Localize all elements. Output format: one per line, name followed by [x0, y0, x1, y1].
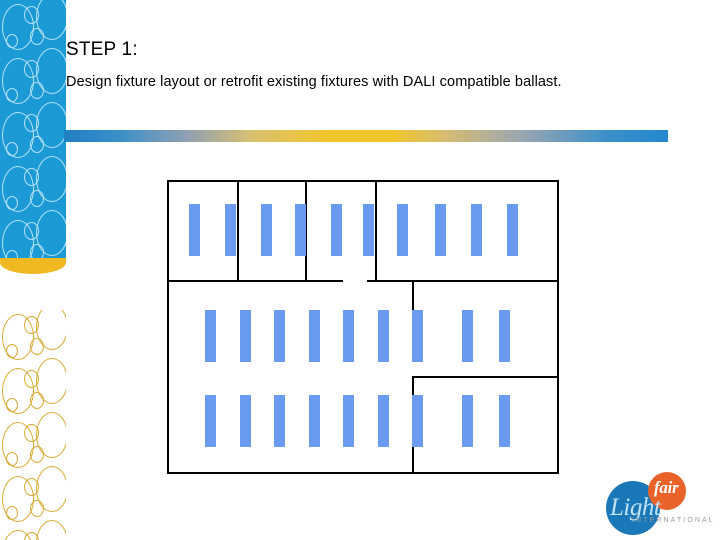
wall-exterior-top: [167, 180, 559, 182]
loop-shape: [6, 34, 18, 48]
loop-shape: [2, 4, 34, 50]
wall-exterior-bottom: [167, 472, 559, 474]
light-fixture-top-6: [363, 204, 374, 256]
decorative-sidebar: [0, 0, 66, 540]
light-fixture-bottom-5: [343, 395, 354, 447]
loop-shape: [24, 6, 39, 24]
wall-right-vertical-lower-a: [412, 376, 414, 398]
light-fixture-top-5: [331, 204, 342, 256]
light-fixture-middle-4: [309, 310, 320, 362]
wall-top-band-c: [307, 280, 343, 282]
light-fixture-bottom-2: [240, 395, 251, 447]
light-fixture-bottom-3: [274, 395, 285, 447]
light-fixture-right-bottom-2: [499, 395, 510, 447]
sidebar-lower-pattern-area: [0, 310, 66, 540]
loop-shape: [24, 316, 39, 334]
loop-shape: [6, 142, 18, 156]
light-fixture-right-bottom-1: [462, 395, 473, 447]
loop-shape: [2, 112, 34, 158]
gradient-divider-bar: [64, 130, 668, 142]
loop-shape: [36, 520, 66, 540]
loop-shape: [2, 58, 34, 104]
lightfair-logo: Light fair INTERNATIONAL: [604, 472, 715, 536]
loop-shape: [24, 60, 39, 78]
loop-shape: [30, 338, 44, 355]
light-fixture-middle-7: [412, 310, 423, 362]
sidebar-blue-panel: [0, 0, 66, 262]
logo-orange-disc: [648, 472, 686, 510]
logo-fair-text: fair: [654, 478, 679, 497]
logo-light-text: Light: [610, 494, 661, 521]
light-fixture-bottom-4: [309, 395, 320, 447]
loop-shape: [30, 190, 44, 207]
light-fixture-middle-1: [205, 310, 216, 362]
loop-shape: [30, 82, 44, 99]
loop-shape: [2, 314, 34, 360]
loop-shape: [30, 28, 44, 45]
light-fixture-top-7: [397, 204, 408, 256]
loop-shape: [24, 370, 39, 388]
light-fixture-top-4: [295, 204, 306, 256]
light-fixture-right-middle-1: [462, 310, 473, 362]
wall-exterior-left: [167, 180, 169, 474]
loop-shape: [6, 506, 18, 520]
loop-shape: [24, 424, 39, 442]
light-fixture-top-1: [189, 204, 200, 256]
wall-top-band-b: [239, 280, 307, 282]
light-fixture-top-2: [225, 204, 236, 256]
wall-top-band-d: [367, 280, 429, 282]
loop-shape: [6, 196, 18, 210]
floor-plan-diagram: [167, 180, 559, 474]
light-fixture-bottom-1: [205, 395, 216, 447]
loop-shape: [30, 500, 44, 517]
light-fixture-top-8: [435, 204, 446, 256]
light-fixture-right-middle-2: [499, 310, 510, 362]
loop-shape: [24, 114, 39, 132]
loop-shape: [6, 452, 18, 466]
light-fixture-top-9: [471, 204, 482, 256]
loop-shape: [2, 220, 34, 262]
step-title: STEP 1:: [66, 39, 138, 60]
loop-shape: [6, 88, 18, 102]
step-description: Design fixture layout or retrofit existi…: [66, 74, 562, 90]
wall-top-band-a: [167, 280, 251, 282]
loop-shape: [30, 136, 44, 153]
loop-shape: [6, 344, 18, 358]
loop-shape: [6, 250, 18, 262]
light-fixture-middle-2: [240, 310, 251, 362]
wall-right-room-top: [412, 280, 559, 282]
loop-shape: [24, 222, 39, 240]
loop-shape: [30, 392, 44, 409]
light-fixture-top-10: [507, 204, 518, 256]
loop-shape: [24, 478, 39, 496]
loop-shape: [30, 446, 44, 463]
light-fixture-middle-5: [343, 310, 354, 362]
loop-shape: [2, 166, 34, 212]
loop-shape: [2, 422, 34, 468]
loop-shape: [2, 368, 34, 414]
wall-partition-2: [305, 180, 307, 282]
wall-partition-3: [375, 180, 377, 282]
loop-shape: [2, 476, 34, 522]
sidebar-gold-band: [0, 258, 66, 274]
loop-shape: [6, 398, 18, 412]
logo-international-text: INTERNATIONAL: [632, 517, 715, 524]
loop-shape: [24, 168, 39, 186]
wall-exterior-right: [557, 180, 559, 474]
light-fixture-bottom-7: [412, 395, 423, 447]
wall-right-room-divider: [412, 376, 559, 378]
light-fixture-middle-3: [274, 310, 285, 362]
wall-partition-1: [237, 180, 239, 282]
light-fixture-bottom-6: [378, 395, 389, 447]
light-fixture-top-3: [261, 204, 272, 256]
wall-right-vertical-upper: [412, 280, 414, 326]
light-fixture-middle-6: [378, 310, 389, 362]
